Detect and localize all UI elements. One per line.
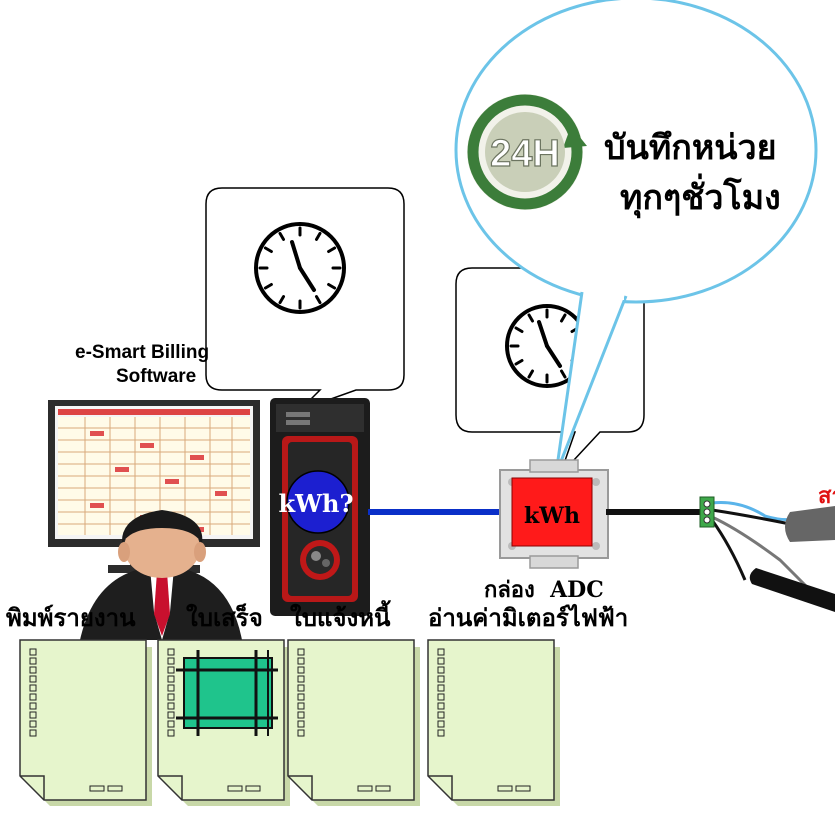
invoice-document	[287, 639, 420, 806]
meter-reading-document	[427, 639, 560, 806]
software-title-line1: e-Smart Billing	[75, 342, 210, 363]
receipt-table-icon	[176, 650, 278, 736]
computer-clock-bubble	[205, 187, 405, 411]
hourly-record-bubble: 24H	[454, 0, 818, 475]
software-title-line2: Software	[116, 366, 197, 387]
adc-label: กล่อง ADC	[484, 577, 604, 603]
doc-label-report: พิมพ์รายงาน	[6, 603, 136, 632]
power-cables	[606, 496, 835, 612]
cloud-text-line1: บันทึกหน่วย	[604, 128, 777, 168]
svg-text:24H: 24H	[490, 133, 560, 175]
cable-label: สา	[818, 483, 835, 509]
24h-icon: 24H	[467, 94, 587, 210]
report-document	[19, 639, 152, 806]
svg-text:kWh?: kWh?	[278, 489, 353, 518]
operator-person	[80, 510, 242, 640]
receipt-document	[157, 639, 290, 806]
cloud-text-line2: ทุกๆชั่วโมง	[620, 178, 781, 218]
clock-icon	[254, 222, 346, 314]
svg-text:kWh: kWh	[524, 503, 580, 529]
doc-label-meter-reading: อ่านค่ามิเตอร์ไฟฟ้า	[428, 603, 629, 632]
doc-label-receipt: ใบเสร็จ	[186, 603, 263, 632]
kwh-query-badge: kWh?	[278, 470, 354, 534]
doc-label-invoice: ใบแจ้งหนี้	[290, 603, 391, 632]
adc-box: kWh	[499, 459, 609, 569]
